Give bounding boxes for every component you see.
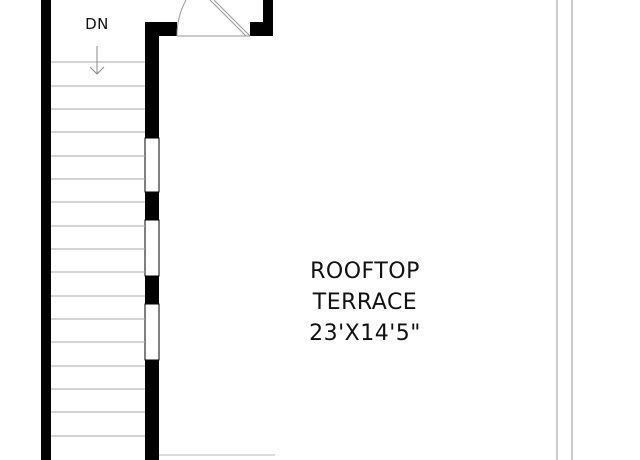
room-name-line2: TERRACE bbox=[312, 290, 418, 315]
door-jamb bbox=[263, 0, 273, 36]
door-swing bbox=[176, 0, 251, 37]
stair-partition-wall bbox=[144, 22, 160, 460]
down-arrow-icon bbox=[89, 46, 105, 75]
stair-direction-label: DN bbox=[85, 15, 109, 33]
room-label: ROOFTOP TERRACE 23'X14'5" bbox=[260, 256, 470, 349]
terrace-railing bbox=[556, 0, 573, 460]
room-name-line1: ROOFTOP bbox=[310, 259, 420, 284]
staircase bbox=[51, 61, 145, 437]
top-wall-segment bbox=[145, 22, 177, 36]
left-exterior-wall bbox=[41, 0, 51, 460]
room-dimensions: 23'X14'5" bbox=[309, 321, 421, 346]
